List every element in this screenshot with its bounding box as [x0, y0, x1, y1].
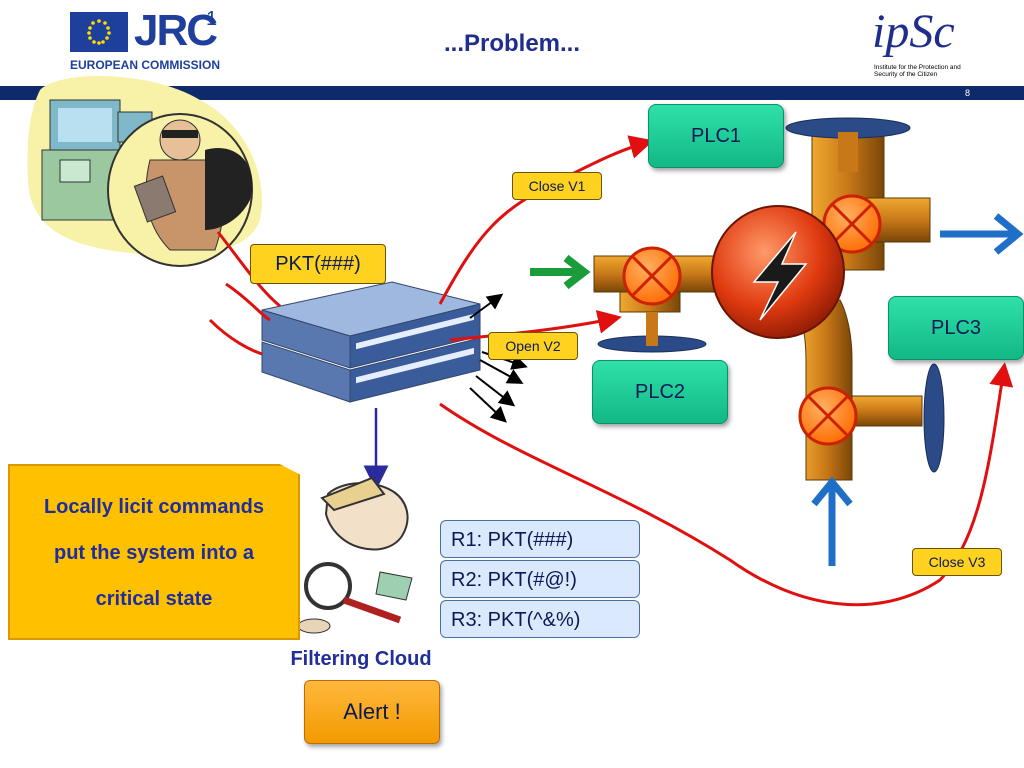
note-box: Locally licit commands put the system in… — [8, 464, 300, 640]
jrc-logo: JRC — [134, 6, 218, 55]
header-bar — [0, 86, 1024, 100]
jrc-logo-superscript: 1 — [206, 8, 218, 30]
command-open-v2: Open V2 — [488, 332, 578, 360]
lightning-icon — [711, 205, 845, 339]
alert-button[interactable]: Alert ! — [304, 680, 440, 744]
filter-rule-3: R3: PKT(^&%) — [440, 600, 640, 638]
network-switch-icon — [261, 281, 481, 403]
ipsc-logo: ipSc — [872, 5, 955, 58]
filter-rule-1: R1: PKT(###) — [440, 520, 640, 558]
plc3-box: PLC3 — [888, 296, 1024, 360]
eu-flag-icon — [70, 12, 128, 52]
filter-rule-2: R2: PKT(#@!) — [440, 560, 640, 598]
note-line-2: put the system into a — [53, 542, 255, 564]
thief-icon — [27, 76, 262, 267]
note-line-3: critical state — [95, 588, 213, 610]
plc2-box: PLC2 — [592, 360, 728, 424]
slide-number: 8 — [964, 88, 970, 98]
command-close-v1: Close V1 — [512, 172, 602, 200]
ipsc-subtitle: Institute for the Protection and Securit… — [874, 64, 961, 78]
page-title: ...Problem... — [443, 30, 581, 57]
detective-icon — [297, 476, 413, 634]
filtering-cloud-label: Filtering Cloud — [290, 648, 432, 670]
packet-label: PKT(###) — [250, 244, 386, 284]
command-close-v3: Close V3 — [912, 548, 1002, 576]
note-line-1: Locally licit commands — [43, 496, 265, 518]
plc1-box: PLC1 — [648, 104, 784, 168]
org-name: EUROPEAN COMMISSION — [70, 58, 221, 72]
